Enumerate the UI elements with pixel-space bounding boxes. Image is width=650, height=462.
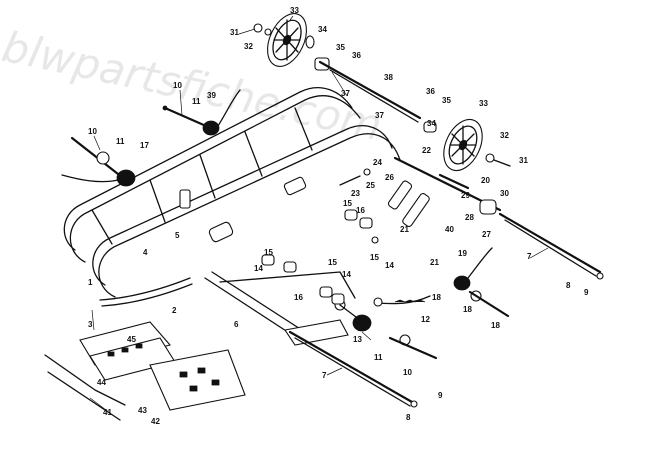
callout-28: 28	[465, 213, 474, 222]
callout-32: 32	[500, 131, 509, 140]
callout-8: 8	[566, 281, 571, 290]
lower-idler-wheel	[423, 118, 511, 172]
callout-18: 18	[463, 305, 472, 314]
callout-33: 33	[290, 6, 299, 15]
suspension-frame-rails	[63, 87, 401, 298]
callout-34: 34	[318, 25, 327, 34]
callout-18: 18	[432, 293, 441, 302]
callout-21: 21	[400, 225, 409, 234]
rear-arm-shaft-30	[393, 156, 502, 215]
callout-7: 7	[322, 371, 327, 380]
callout-1: 1	[88, 278, 93, 287]
callout-10: 10	[173, 81, 182, 90]
callout-42: 42	[151, 417, 160, 426]
callout-13: 13	[353, 335, 362, 344]
callout-41: 41	[103, 408, 112, 417]
upper-idler-wheel	[267, 13, 307, 67]
callout-21: 21	[430, 258, 439, 267]
callout-6: 6	[234, 320, 239, 329]
callout-9: 9	[438, 391, 443, 400]
callout-20: 20	[481, 176, 490, 185]
callout-45: 45	[127, 335, 136, 344]
callout-8: 8	[406, 413, 411, 422]
callout-10: 10	[88, 127, 97, 136]
limiter-strap-12	[373, 295, 431, 307]
spring-39-assembly	[162, 89, 241, 136]
callout-44: 44	[97, 378, 106, 387]
rear-axle-7	[498, 212, 604, 280]
callout-15: 15	[264, 248, 273, 257]
callout-17: 17	[140, 141, 149, 150]
callout-14: 14	[385, 261, 394, 270]
front-arm-6	[204, 271, 356, 346]
callout-40: 40	[445, 225, 454, 234]
front-axle-7	[288, 330, 418, 408]
callout-37: 37	[375, 111, 384, 120]
bolt-10-11-assembly	[388, 334, 438, 360]
callout-31: 31	[230, 28, 239, 37]
callout-9: 9	[584, 288, 589, 297]
callout-16: 16	[294, 293, 303, 302]
callout-10: 10	[403, 368, 412, 377]
callout-14: 14	[342, 270, 351, 279]
axle-38	[318, 60, 422, 123]
slide-rail-2	[99, 277, 193, 307]
callout-14: 14	[254, 264, 263, 273]
callout-32: 32	[244, 42, 253, 51]
callout-18: 18	[491, 321, 500, 330]
callout-33: 33	[479, 99, 488, 108]
callout-7: 7	[527, 252, 532, 261]
callout-39: 39	[207, 91, 216, 100]
callout-11: 11	[374, 353, 383, 362]
spring-19-assembly	[453, 247, 510, 318]
callout-4: 4	[143, 248, 148, 257]
bushings-14-15-16	[261, 254, 345, 305]
callout-35: 35	[442, 96, 451, 105]
callout-43: 43	[138, 406, 147, 415]
callout-34: 34	[427, 119, 436, 128]
callout-27: 27	[482, 230, 491, 239]
callout-30: 30	[500, 189, 509, 198]
callout-25: 25	[366, 181, 375, 190]
callout-3: 3	[88, 320, 93, 329]
skid-shoe-set-41	[44, 321, 246, 421]
callout-12: 12	[421, 315, 430, 324]
callout-24: 24	[373, 158, 382, 167]
callout-15: 15	[328, 258, 337, 267]
watermark-text: blwpartsfiche.com	[0, 22, 386, 150]
callout-38: 38	[384, 73, 393, 82]
leader-lines	[89, 15, 549, 414]
spring-17-assembly	[61, 136, 136, 187]
callout-11: 11	[116, 137, 125, 146]
shock-absorber	[387, 173, 470, 227]
callout-35: 35	[336, 43, 345, 52]
callout-26: 26	[385, 173, 394, 182]
callout-36: 36	[352, 51, 361, 60]
callout-36: 36	[426, 87, 435, 96]
callout-19: 19	[458, 249, 467, 258]
center-link-hardware	[339, 168, 379, 244]
callout-16: 16	[356, 206, 365, 215]
upper-wheel-hardware	[253, 23, 330, 71]
callout-5: 5	[175, 231, 180, 240]
callout-11: 11	[192, 97, 201, 106]
callout-29: 29	[461, 191, 470, 200]
callout-23: 23	[351, 189, 360, 198]
callout-31: 31	[519, 156, 528, 165]
callout-22: 22	[422, 146, 431, 155]
callout-2: 2	[172, 306, 177, 315]
callout-15: 15	[343, 199, 352, 208]
callout-15: 15	[370, 253, 379, 262]
